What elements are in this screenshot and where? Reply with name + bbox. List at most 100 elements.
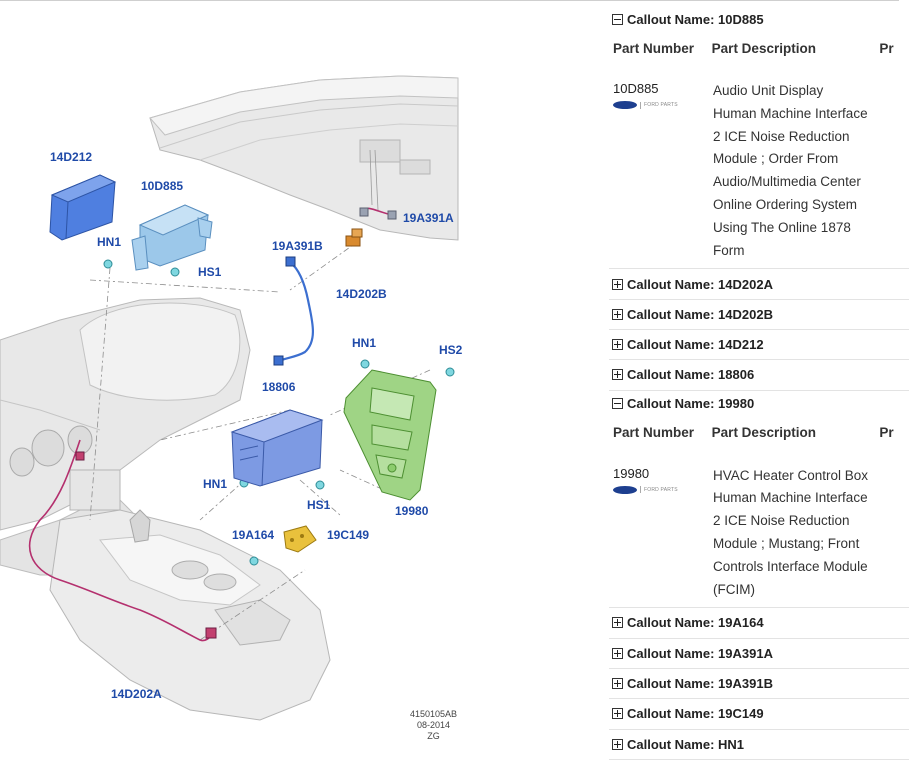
callout-row-14d212[interactable]: Callout Name: 14D212 <box>609 330 909 361</box>
ford-oval-icon <box>613 101 637 109</box>
bezel-19980 <box>343 369 437 501</box>
expand-icon[interactable] <box>612 738 623 750</box>
diagram-label-19A164[interactable]: 19A164 <box>232 528 275 542</box>
header-price: Pr <box>879 425 894 441</box>
diagram-label-19980[interactable]: 19980 <box>395 504 429 518</box>
callout-row-14d202b[interactable]: Callout Name: 14D202B <box>609 300 909 330</box>
expand-icon[interactable] <box>612 617 623 629</box>
diagram-label-14D202A[interactable]: 14D202A <box>111 687 162 701</box>
callout-name: 14D212 <box>718 337 764 353</box>
callout-label: Callout Name: <box>627 276 715 292</box>
leader-lines <box>89 239 431 641</box>
callout-name: 19980 <box>718 396 755 412</box>
header-price: Pr <box>879 40 894 56</box>
diagram-label-18806[interactable]: 18806 <box>262 380 296 394</box>
diagram-label-hs2[interactable]: HS2 <box>439 343 463 357</box>
callout-row-hn1[interactable]: Callout Name: HN1 <box>609 730 909 760</box>
callout-label: Callout Name: <box>627 337 715 353</box>
description-line: Form <box>713 242 745 258</box>
diagram-label-14D212[interactable]: 14D212 <box>50 150 93 164</box>
callout-row-14d202a[interactable]: Callout Name: 14D202A <box>609 269 909 300</box>
diagram-label-hn1[interactable]: HN1 <box>352 336 377 350</box>
expand-icon[interactable] <box>612 339 623 351</box>
callout-label: Callout Name: <box>627 645 715 661</box>
callout-name: 19A164 <box>718 615 764 631</box>
diagram-label-hn1[interactable]: HN1 <box>203 477 228 491</box>
callout-row-10d885[interactable]: Callout Name: 10D885 <box>609 6 909 32</box>
connector-19A391B <box>345 228 363 247</box>
description-line: 2 ICE Noise Reduction <box>713 513 850 529</box>
callout-row-19980[interactable]: Callout Name: 19980 <box>609 391 909 417</box>
diagram-label-19A391B[interactable]: 19A391B <box>272 239 323 253</box>
header-part-number: Part Number <box>613 40 695 56</box>
stamp-initials: ZG <box>427 731 440 741</box>
callout-label: Callout Name: <box>627 676 715 692</box>
diagram-label-14D202B[interactable]: 14D202B <box>336 287 387 301</box>
description-line: (FCIM) <box>713 581 755 597</box>
ford-oval-logo-icon: FORD PARTS <box>613 485 713 494</box>
stamp-date: 08-2014 <box>417 720 451 730</box>
harness-connector-a <box>205 627 217 639</box>
header-part-description: Part Description <box>711 425 816 441</box>
diagram-label-10D885[interactable]: 10D885 <box>141 179 184 193</box>
part-number-link[interactable]: 19980 <box>613 465 650 481</box>
part-number-link[interactable]: 10D885 <box>613 81 659 96</box>
diagram-label-19C149[interactable]: 19C149 <box>327 528 370 542</box>
description-line: Controls Interface Module <box>713 558 868 574</box>
ford-oval-icon <box>613 485 637 494</box>
diagram-label-hs1[interactable]: HS1 <box>307 498 331 512</box>
callout-name: 19C149 <box>718 706 764 722</box>
header-part-number: Part Number <box>613 425 695 441</box>
module-19C149 <box>283 525 317 553</box>
diagram-label-19A391A[interactable]: 19A391A <box>403 211 454 225</box>
module-10D885 <box>131 204 213 271</box>
description-line: HVAC Heater Control Box <box>713 467 869 483</box>
exploded-parts-diagram: 14D212 10D885 HN1 HS1 19A391A 19A391B 14… <box>0 75 463 742</box>
description-line: Audio Unit Display <box>713 83 824 98</box>
callout-row-19c149[interactable]: Callout Name: 19C149 <box>609 699 909 730</box>
callout-label: Callout Name: <box>627 396 715 412</box>
stamp-drawing-number: 4150105AB <box>410 709 458 719</box>
callout-label: Callout Name: <box>627 736 715 752</box>
collapse-icon[interactable] <box>612 13 623 25</box>
callout-name: HN1 <box>718 736 745 752</box>
description-line: Using The Online 1878 <box>713 219 851 235</box>
diagram-reference-stamp: 4150105AB 08-2014 ZG <box>410 709 457 742</box>
callout-name: 14D202A <box>718 276 773 292</box>
callout-row-19a164[interactable]: Callout Name: 19A164 <box>609 608 909 639</box>
collapse-icon[interactable] <box>612 398 623 410</box>
cowl-panel <box>149 75 459 241</box>
callout-row-19a391b[interactable]: Callout Name: 19A391B <box>609 669 909 700</box>
description-line: 2 ICE Noise Reduction <box>713 128 850 144</box>
expand-icon[interactable] <box>612 278 623 290</box>
top-border <box>0 0 899 1</box>
callout-name: 14D202B <box>718 306 773 322</box>
expand-icon[interactable] <box>612 308 623 320</box>
callout-row-19a391a[interactable]: Callout Name: 19A391A <box>609 639 909 669</box>
harness-14D202B <box>277 261 314 363</box>
diagram-label-hs1[interactable]: HS1 <box>198 265 222 279</box>
description-line: Human Machine Interface <box>713 105 868 121</box>
description-line: Human Machine Interface <box>713 490 868 506</box>
harness-14D202A <box>28 439 213 642</box>
callout-label: Callout Name: <box>627 615 715 631</box>
description-line: Module ; Order From <box>713 151 839 167</box>
callout-name: 18806 <box>718 367 755 383</box>
center-console <box>49 469 331 721</box>
callout-row-18806[interactable]: Callout Name: 18806 <box>609 360 909 391</box>
parts-table-header: Part Number Part Description Pr <box>609 417 909 449</box>
ford-parts-text: FORD PARTS <box>644 102 678 108</box>
expand-icon[interactable] <box>612 369 623 381</box>
diagram-label-hn1[interactable]: HN1 <box>97 235 122 249</box>
expand-icon[interactable] <box>612 647 623 659</box>
callout-label: Callout Name: <box>627 367 715 383</box>
expand-icon[interactable] <box>612 678 623 690</box>
expand-icon[interactable] <box>612 708 623 720</box>
